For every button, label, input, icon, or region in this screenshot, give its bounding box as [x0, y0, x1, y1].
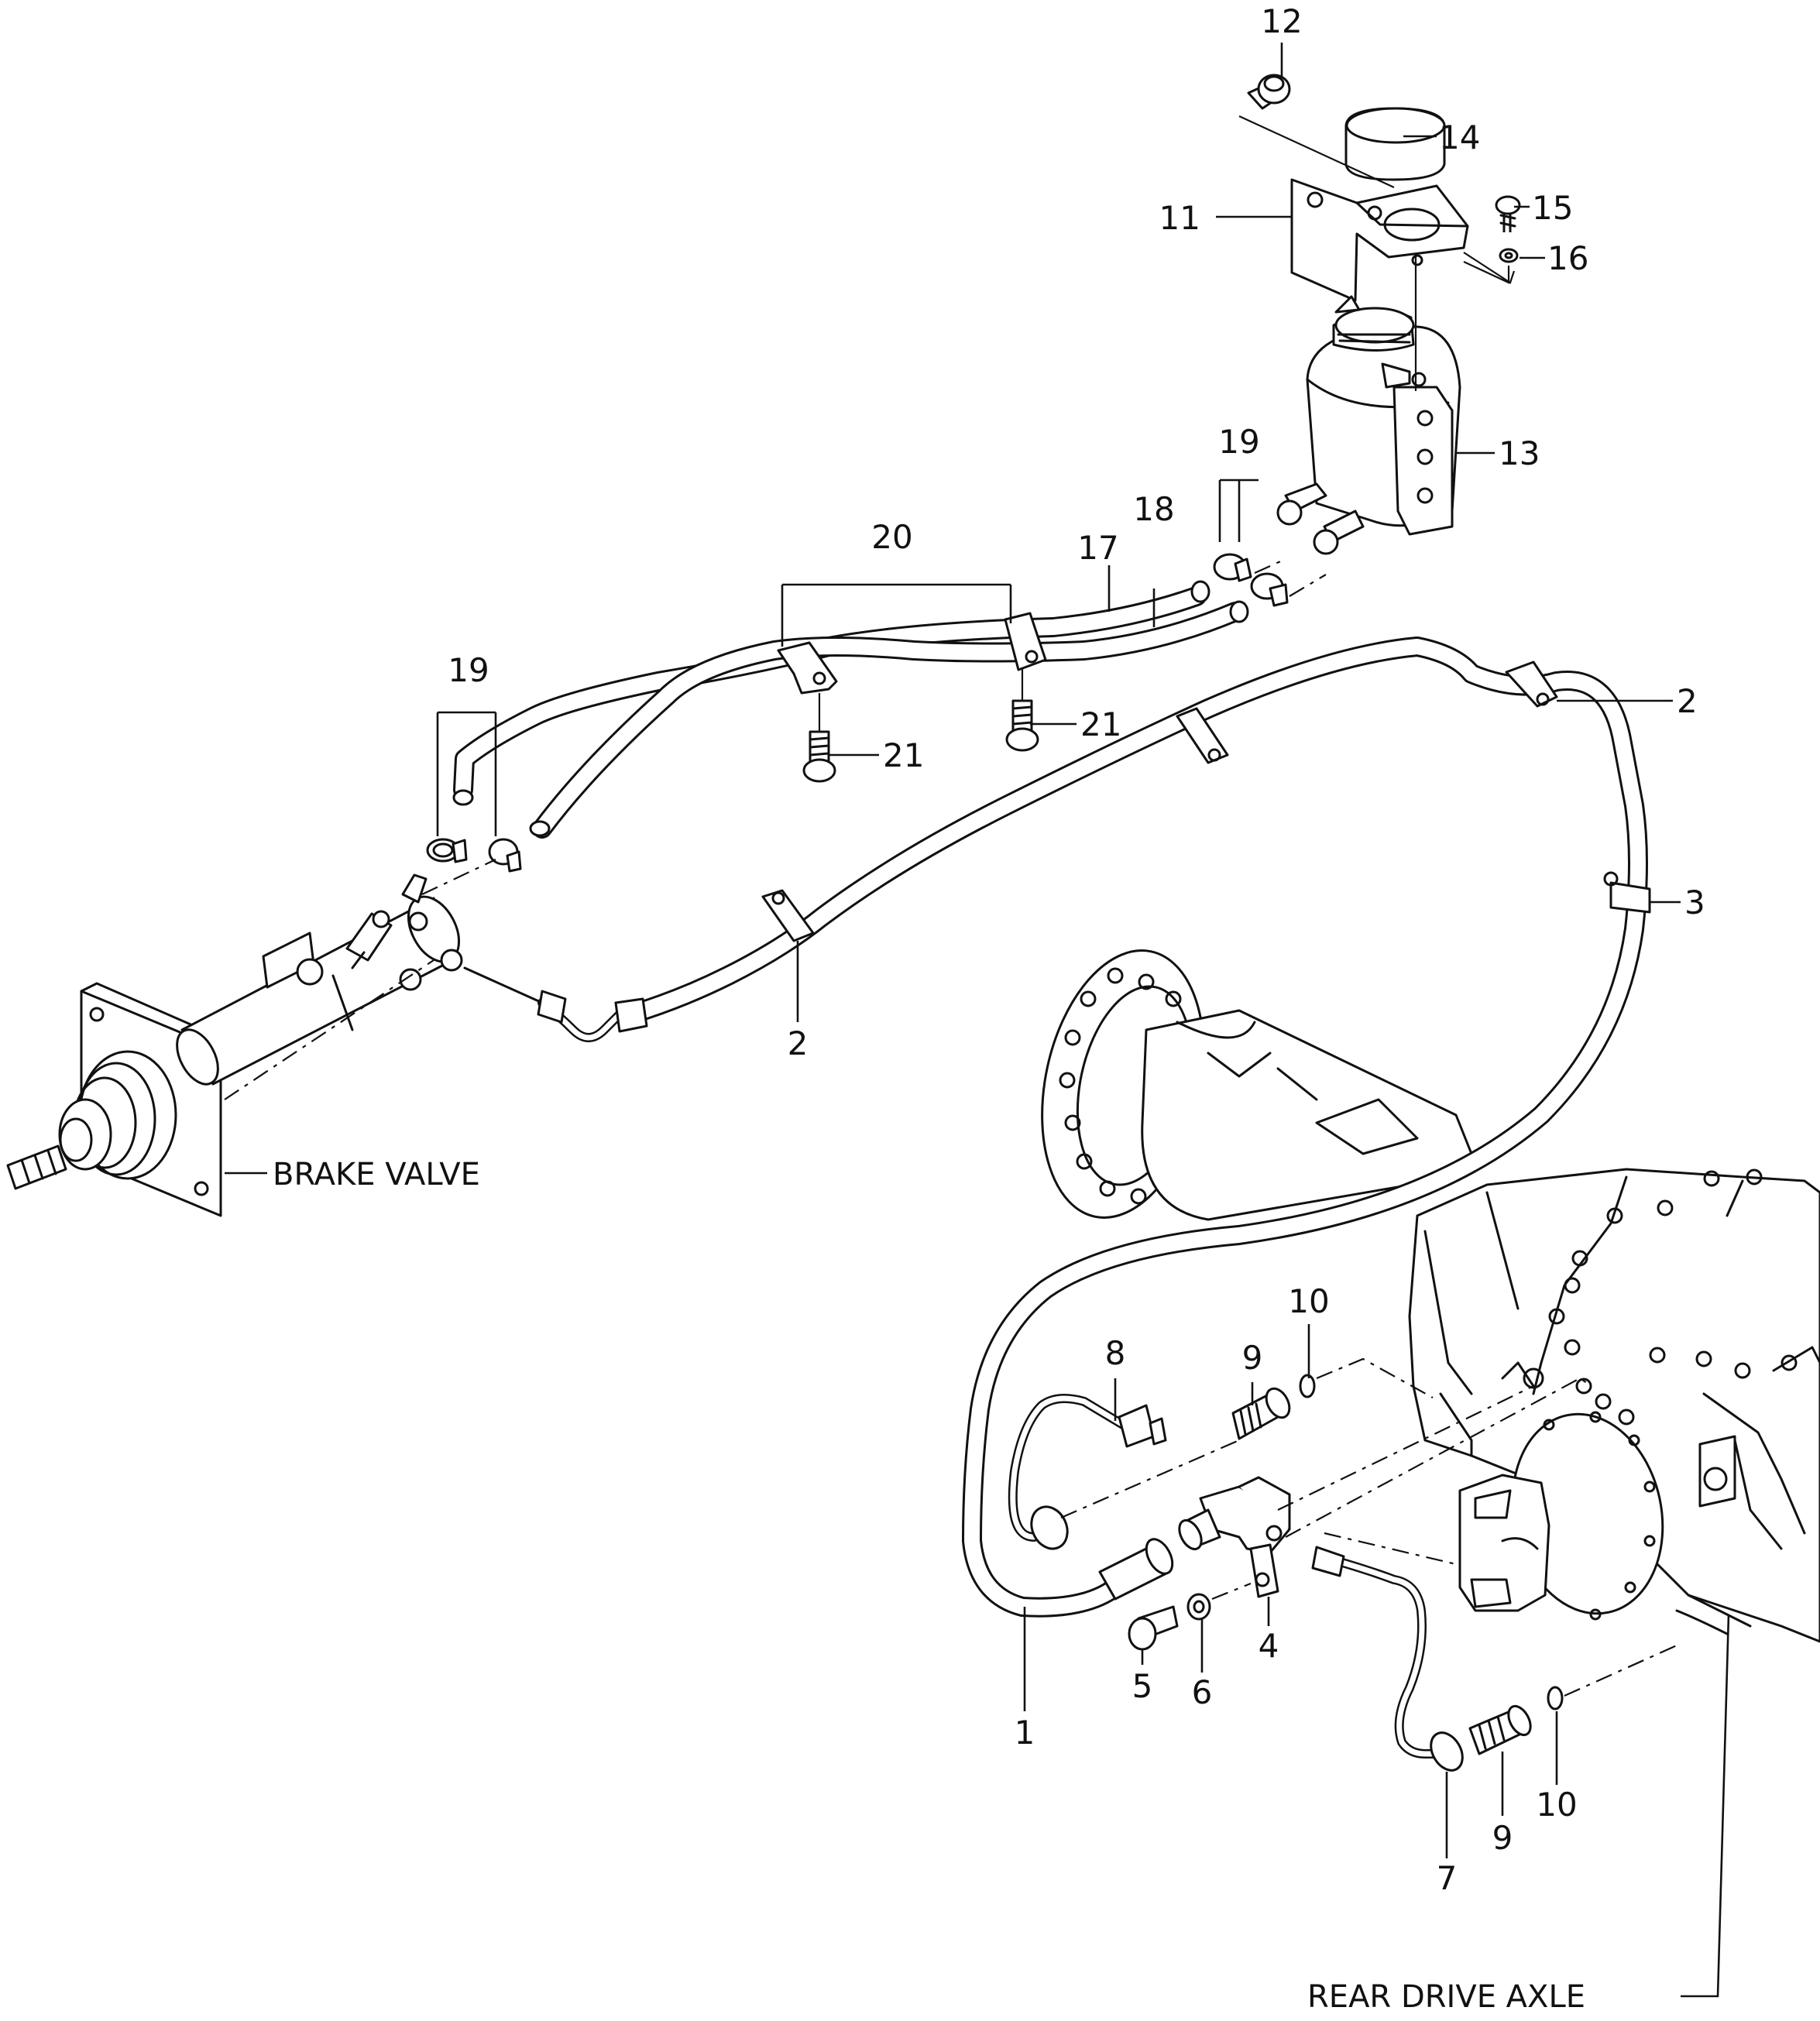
driveshaft-yoke: [1458, 1474, 1550, 1612]
hose-17-end: [452, 789, 474, 806]
callout-10-lower: 10: [1536, 1786, 1577, 1824]
callout-9-lower: 9: [1492, 1819, 1513, 1857]
tube-7-nut-lower: [1430, 1731, 1464, 1772]
callout-17: 17: [1077, 529, 1118, 567]
hose-clamp-3: [1609, 881, 1651, 914]
callout-1: 1: [1015, 1714, 1035, 1752]
rear-drive-axle-assembly: [1041, 949, 1820, 1643]
reservoir-strap: [1392, 386, 1454, 536]
tube-8-nut-upper: [1118, 1404, 1156, 1448]
callout-leaders: [225, 43, 1730, 1998]
axle-mounting-boss: [1698, 1435, 1736, 1508]
o-ring-10-upper-icon: [1299, 1374, 1316, 1398]
callout-19-upper: 19: [1218, 423, 1259, 461]
washer-6-icon: [1186, 1593, 1211, 1621]
callout-11: 11: [1159, 199, 1200, 237]
callout-18: 18: [1133, 490, 1174, 528]
callout-4: 4: [1259, 1627, 1279, 1665]
callout-16: 16: [1547, 239, 1588, 277]
callout-5: 5: [1132, 1667, 1153, 1705]
callout-12: 12: [1261, 2, 1302, 40]
callout-19-lower: 19: [448, 651, 489, 689]
tube-7-nut-upper: [1311, 1546, 1345, 1577]
axle-flange-bolt-holes: [1059, 967, 1182, 1205]
callout-20: 20: [871, 518, 912, 556]
rear-drive-axle-label: REAR DRIVE AXLE: [1307, 1979, 1585, 2015]
washer-16-icon: [1499, 248, 1519, 263]
suction-hoses: [421, 553, 1327, 895]
callout-9-upper: 9: [1242, 1339, 1263, 1377]
callout-13: 13: [1499, 434, 1540, 472]
callout-2-lower: 2: [788, 1024, 809, 1062]
hose-18-end: [529, 820, 551, 837]
hose-clamp-20-left: [777, 641, 838, 695]
callout-15: 15: [1532, 189, 1573, 227]
brake-valve-body: [180, 897, 447, 1086]
callout-10-upper: 10: [1288, 1282, 1329, 1320]
callout-6: 6: [1192, 1673, 1213, 1711]
callout-3: 3: [1684, 884, 1705, 921]
callout-21-right: 21: [1080, 705, 1121, 743]
reservoir-assembly: [1238, 74, 1521, 555]
housing-bolt-heads: [1548, 1168, 1798, 1426]
callout-2-upper: 2: [1677, 682, 1698, 720]
o-ring-10-lower-icon: [1547, 1686, 1564, 1710]
callout-7: 7: [1437, 1859, 1458, 1897]
brake-valve-plunger: [6, 1144, 67, 1190]
brake-valve-assembly: [6, 873, 463, 1217]
callout-21-left: 21: [883, 736, 924, 774]
brake-valve-label: BRAKE VALVE: [273, 1157, 480, 1192]
axle-brake-fittings: [1008, 1357, 1677, 1772]
tube-8-nut-lower: [1030, 1505, 1069, 1550]
callout-labels: 12 14 11 15 16 13 19 18 17 20 21 21 19 2…: [273, 2, 1705, 2015]
callout-8: 8: [1105, 1334, 1126, 1372]
brake-line-hose-2: [463, 636, 1651, 1618]
hose-clamp-20-right: [1004, 612, 1047, 671]
hose-clamp-2-lower: [761, 889, 815, 942]
callout-14: 14: [1439, 118, 1480, 156]
brake-valve-outlet-fitting: [537, 990, 567, 1024]
